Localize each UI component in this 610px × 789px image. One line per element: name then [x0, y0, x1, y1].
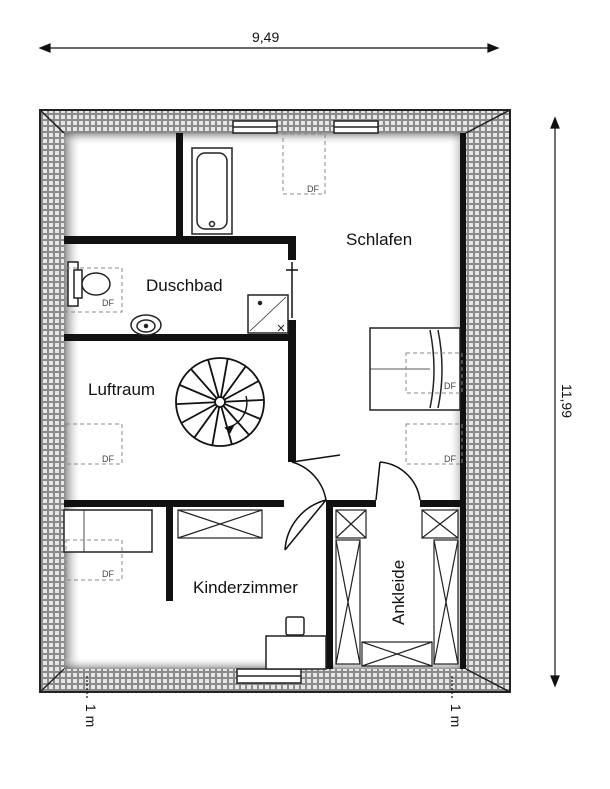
marker-label-right: 1 m [448, 704, 464, 727]
roof-window-labels: DF DF DF DF DF DF [102, 184, 456, 579]
stair-tread [224, 398, 264, 403]
width-label: 9,49 [252, 29, 279, 45]
stair-tread [176, 401, 216, 406]
double-bed [369, 327, 461, 411]
room-label-duschbad: Duschbad [146, 276, 223, 295]
washbasin [130, 314, 162, 336]
stair-tread [219, 358, 229, 398]
stair-tread [211, 406, 221, 446]
stair-tread [190, 368, 218, 399]
room-label-schlafen: Schlafen [346, 230, 412, 249]
spiral-staircase [175, 357, 265, 447]
depth-label: 11,99 [559, 384, 575, 418]
stair-arrow-head [224, 424, 235, 434]
door-swings [284, 262, 421, 551]
edge-windows [232, 120, 379, 684]
marker-label-left: 1 m [83, 704, 99, 727]
roof-windows [65, 133, 463, 581]
stair-tread [222, 405, 250, 436]
shower [247, 294, 289, 334]
stair-tread [220, 406, 233, 445]
stair-tread [179, 384, 216, 401]
stair-tread [223, 380, 260, 401]
width-dimension [38, 43, 500, 53]
interior-walls [64, 133, 466, 669]
bathtub [191, 147, 233, 235]
df-label: DF [102, 569, 114, 579]
df-label: DF [444, 381, 456, 391]
df-label: DF [444, 454, 456, 464]
room-label-kinderzimmer: Kinderzimmer [193, 578, 298, 597]
room-label-luftraum: Luftraum [88, 380, 155, 399]
single-bed [63, 509, 153, 553]
stair-tread [224, 403, 261, 420]
stair-tread [207, 359, 220, 398]
df-label: DF [307, 184, 319, 194]
one-meter-markers [86, 676, 453, 700]
df-label: DF [102, 298, 114, 308]
desk [265, 616, 327, 670]
room-label-ankleide: Ankleide [389, 560, 408, 625]
df-label: DF [102, 454, 114, 464]
wardrobes [177, 509, 459, 667]
toilet [67, 261, 111, 307]
stair-tread [180, 403, 217, 424]
depth-dimension [550, 116, 560, 688]
stair-tread [193, 405, 218, 439]
stair-tread [222, 365, 247, 399]
